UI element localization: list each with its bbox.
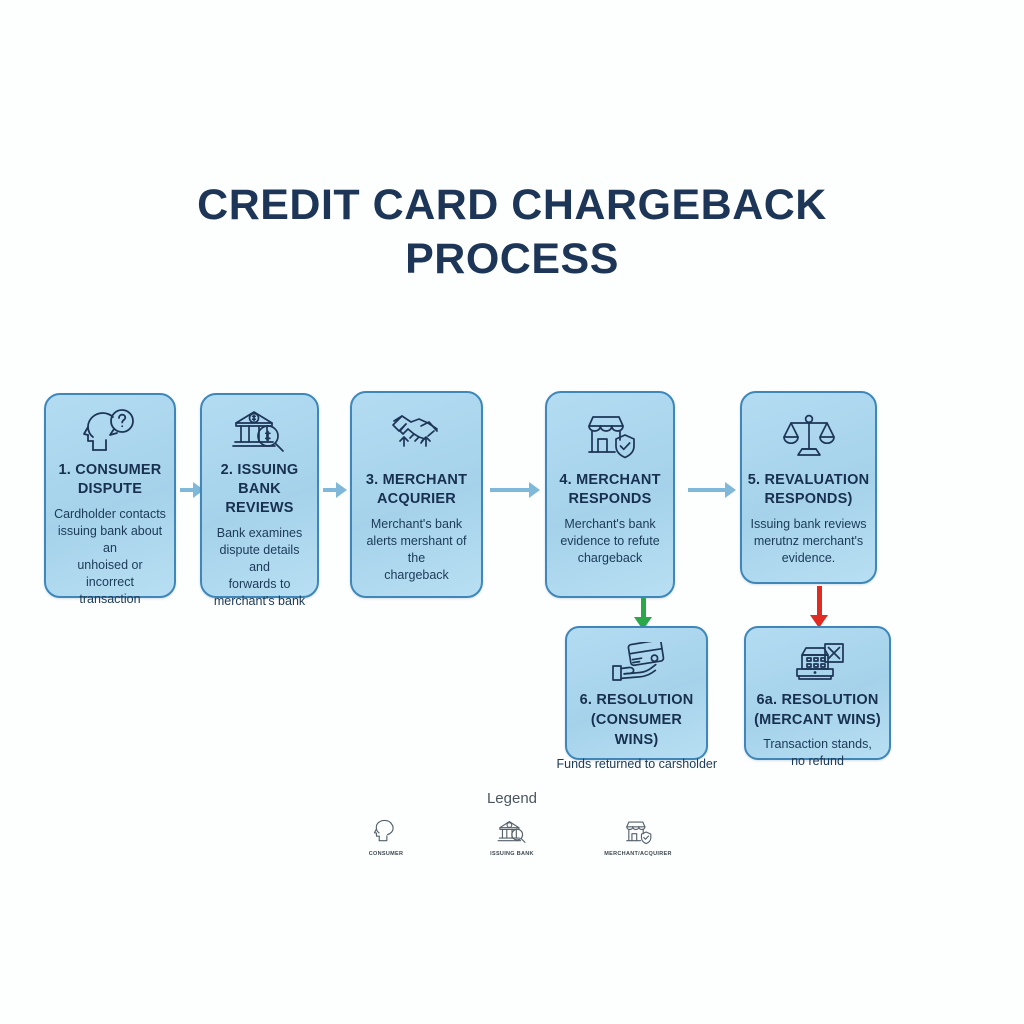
legend-item-consumer: CONSUMER (340, 817, 432, 857)
arrow-shaft (640, 597, 646, 617)
step-description: Transaction stands, no refund (763, 737, 872, 768)
legend-label: CONSUMER (368, 851, 404, 857)
storefront-shield-icon (623, 817, 653, 847)
register-x-icon (789, 642, 847, 686)
process-step-6[interactable]: 6. RESOLUTION (CONSUMER WINS) Funds retu… (557, 626, 717, 771)
step-description: Issuing bank reviews merutnz merchant's … (750, 517, 867, 565)
legend-label: MERCHANT/ACQUIRER (604, 851, 672, 857)
step-description: Funds returned to carsholder (556, 757, 718, 771)
step-title: 1. CONSUMER DISPUTE (58, 462, 162, 497)
process-step-2[interactable]: 2. ISSUING BANK REVIEWS Bank examines di… (200, 393, 319, 608)
handshake-icon (386, 405, 448, 467)
arrow-shaft (323, 488, 336, 492)
hand-card-icon (607, 642, 667, 686)
bank-magnifier-icon (231, 407, 289, 457)
scales-icon (780, 405, 838, 467)
step-description: Cardholder contacts issuing bank about a… (54, 507, 166, 606)
legend-item-merchant-acquirer: MERCHANT/ACQUIRER (592, 817, 684, 857)
arrow-step2-to-step3 (323, 481, 347, 499)
arrow-head (725, 482, 736, 498)
head-question-icon (81, 407, 139, 457)
step-description: Bank examines dispute details and forwar… (213, 526, 306, 608)
step-title: 4. MERCHANT RESPONDS (559, 472, 661, 507)
arrow-head (810, 615, 828, 628)
arrow-shaft (180, 488, 193, 492)
legend: Legend CONSUMER (0, 790, 1024, 857)
step-title: 3. MERCHANT ACQURIER (365, 472, 468, 507)
arrow-head (336, 482, 347, 498)
step-title: 6. RESOLUTION (CONSUMER WINS) (579, 692, 694, 748)
step-description: Merchant's bank alerts mershant of the c… (366, 517, 467, 582)
step-title: 5. REVALUATION RESPONDS) (747, 472, 870, 507)
bank-magnifier-icon (497, 817, 527, 847)
arrow-head (529, 482, 540, 498)
storefront-shield-icon (581, 405, 639, 467)
arrow-shaft (816, 586, 822, 615)
arrow-head (193, 482, 204, 498)
process-step-6a[interactable]: 6a. RESOLUTION (MERCANT WINS) Transactio… (744, 626, 891, 768)
arrow-step4-to-step5 (688, 481, 736, 499)
page-title: CREDIT CARD CHARGEBACK PROCESS (0, 178, 1024, 286)
arrow-step1-to-step2 (180, 481, 204, 499)
legend-items: CONSUMER ISSUING BANK (0, 817, 1024, 857)
arrow-shaft (688, 488, 725, 492)
step-description: Merchant's bank evidence to refute charg… (560, 517, 660, 565)
step-title: 2. ISSUING BANK REVIEWS (220, 462, 299, 516)
legend-item-issuing-bank: ISSUING BANK (466, 817, 558, 857)
arrow-step5-to-step6a (810, 586, 828, 628)
legend-title: Legend (486, 790, 538, 807)
step-title: 6a. RESOLUTION (MERCANT WINS) (754, 692, 881, 728)
process-step-5[interactable]: 5. REVALUATION RESPONDS) Issuing bank re… (740, 391, 877, 584)
head-icon (373, 817, 399, 847)
process-step-3[interactable]: 3. MERCHANT ACQURIER Merchant's bank ale… (350, 391, 483, 598)
arrow-shaft (490, 488, 529, 492)
process-step-4[interactable]: 4. MERCHANT RESPONDS Merchant's bank evi… (545, 391, 675, 598)
legend-label: ISSUING BANK (490, 851, 534, 857)
process-step-1[interactable]: 1. CONSUMER DISPUTE Cardholder contacts … (44, 393, 176, 606)
title-line-1: CREDIT CARD CHARGEBACK (197, 181, 827, 229)
title-line-2: PROCESS (405, 235, 619, 283)
arrow-step3-to-step4 (490, 481, 540, 499)
